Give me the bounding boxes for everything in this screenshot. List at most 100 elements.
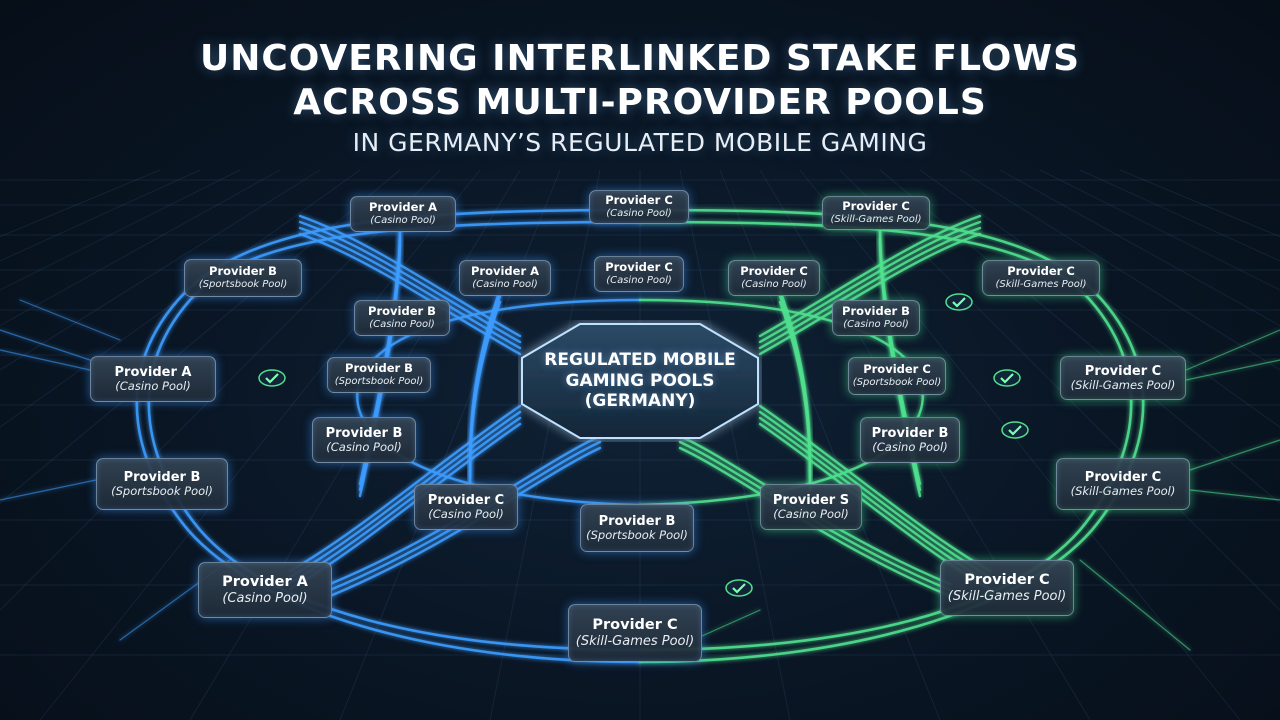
node-provider-a-casino-inner[interactable]: Provider A (Casino Pool) (459, 260, 551, 296)
check-icon (1001, 421, 1029, 439)
flow-line (1079, 559, 1191, 651)
flow-line (288, 404, 522, 573)
flow-line (0, 479, 97, 501)
check-icon (945, 293, 973, 311)
node-name: Provider B (871, 425, 949, 441)
node-name: Provider C (740, 264, 808, 279)
flow-line (1189, 489, 1280, 501)
node-provider-b-sportsbook-bottom-center[interactable]: Provider B (Sportsbook Pool) (580, 504, 694, 552)
node-pool: (Skill-Games Pool) (830, 213, 922, 225)
grid-line (0, 169, 441, 611)
flow-line (468, 300, 502, 492)
grid-line (799, 169, 1241, 720)
grid-line (999, 169, 1280, 327)
flow-line (288, 410, 522, 579)
node-name: Provider B (123, 469, 201, 485)
flow-line (0, 349, 91, 371)
node-name: Provider S (772, 492, 850, 508)
node-pool: (Skill-Games Pool) (947, 588, 1067, 604)
node-provider-b-casino-lower-right[interactable]: Provider B (Casino Pool) (860, 417, 960, 463)
node-name: Provider A (222, 573, 308, 590)
hub-regulated-pools: REGULATED MOBILE GAMING POOLS (GERMANY) (518, 320, 762, 442)
node-pool: (Sportsbook Pool) (198, 278, 288, 290)
node-pool: (Casino Pool) (428, 506, 504, 521)
node-provider-c-skill-upper-right[interactable]: Provider C (Skill-Games Pool) (982, 260, 1100, 296)
node-pool: (Skill-Games Pool) (1070, 377, 1176, 392)
node-name: Provider B (598, 513, 676, 529)
grid-line (839, 169, 1280, 611)
node-provider-a-casino-top[interactable]: Provider A (Casino Pool) (350, 196, 456, 232)
flow-line (1185, 329, 1280, 371)
node-name: Provider C (964, 571, 1050, 588)
node-provider-c-skill-bottom-center[interactable]: Provider C (Skill-Games Pool) (568, 604, 702, 662)
node-provider-c-skill-far-right[interactable]: Provider C (Skill-Games Pool) (1060, 356, 1186, 400)
hub-octagon-shape (521, 323, 759, 439)
node-pool: (Casino Pool) (872, 439, 948, 454)
node-name: Provider C (842, 199, 910, 214)
node-provider-b-sportsbook-upper-left[interactable]: Provider B (Sportsbook Pool) (184, 259, 302, 297)
node-provider-a-casino-far-left[interactable]: Provider A (Casino Pool) (90, 356, 216, 402)
node-provider-b-sportsbook-far-left[interactable]: Provider B (Sportsbook Pool) (96, 458, 228, 510)
title-line-2: ACROSS MULTI-PROVIDER POOLS (293, 82, 987, 123)
grid-line (0, 169, 281, 327)
node-pool: (Casino Pool) (606, 274, 672, 286)
node-pool: (Casino Pool) (606, 207, 672, 219)
grid-line (489, 169, 601, 720)
node-name: Provider A (470, 264, 540, 279)
node-provider-c-skill-bottom-right[interactable]: Provider C (Skill-Games Pool) (940, 560, 1074, 616)
node-provider-c-casino-lower[interactable]: Provider C (Casino Pool) (414, 484, 518, 530)
node-provider-b-casino-left[interactable]: Provider B (Casino Pool) (354, 300, 450, 336)
node-name: Provider A (368, 200, 438, 215)
node-pool: (Skill-Games Pool) (1070, 483, 1176, 498)
check-icon (725, 579, 753, 597)
node-pool: (Casino Pool) (369, 318, 435, 330)
node-name: Provider B (209, 264, 277, 279)
check-icon (993, 369, 1021, 387)
node-provider-c-casino-inner-right[interactable]: Provider C (Casino Pool) (728, 260, 820, 296)
grid-line (0, 169, 241, 291)
hub-label: REGULATED MOBILE GAMING POOLS (GERMANY) (544, 350, 736, 412)
title-line-1: UNCOVERING INTERLINKED STAKE FLOWS (199, 38, 1081, 79)
flow-line (778, 300, 812, 492)
node-name: Provider B (345, 361, 413, 376)
node-provider-c-skill-top[interactable]: Provider C (Skill-Games Pool) (822, 196, 930, 230)
flow-line (701, 609, 761, 637)
node-provider-b-casino-right[interactable]: Provider B (Casino Pool) (832, 300, 920, 336)
flow-line (638, 220, 1133, 652)
node-provider-c-sportsbook-right[interactable]: Provider C (Sportsbook Pool) (848, 357, 946, 395)
node-pool: (Casino Pool) (115, 378, 191, 393)
node-pool: (Skill-Games Pool) (995, 278, 1087, 290)
node-name: Provider C (605, 193, 673, 208)
node-provider-s-casino-lower[interactable]: Provider S (Casino Pool) (760, 484, 862, 530)
flow-line (19, 299, 121, 341)
node-pool: (Casino Pool) (843, 318, 909, 330)
node-name: Provider C (1007, 264, 1075, 279)
flow-line (147, 220, 642, 652)
node-provider-c-skill-right[interactable]: Provider C (Skill-Games Pool) (1056, 458, 1190, 510)
node-provider-b-sportsbook-left[interactable]: Provider B (Sportsbook Pool) (327, 357, 431, 393)
node-name: Provider C (427, 492, 505, 508)
node-name: Provider B (368, 304, 436, 319)
node-pool: (Casino Pool) (222, 590, 308, 606)
node-pool: (Casino Pool) (326, 439, 402, 454)
grid-line (959, 169, 1280, 371)
node-provider-b-casino-lower-left[interactable]: Provider B (Casino Pool) (312, 417, 416, 463)
node-pool: (Casino Pool) (472, 278, 538, 290)
node-name: Provider A (114, 364, 192, 380)
node-provider-c-casino-top[interactable]: Provider C (Casino Pool) (589, 190, 689, 224)
flow-line (1185, 359, 1280, 381)
subtitle: IN GERMANY’S REGULATED MOBILE GAMING (352, 128, 928, 157)
node-name: Provider B (325, 425, 403, 441)
node-name: Provider C (863, 362, 931, 377)
grid-line (39, 169, 481, 720)
flow-line (0, 329, 91, 361)
node-name: Provider C (1084, 363, 1162, 379)
node-provider-c-casino-inner[interactable]: Provider C (Casino Pool) (594, 256, 684, 292)
node-pool: (Casino Pool) (370, 214, 436, 226)
node-pool: (Sportsbook Pool) (334, 375, 424, 387)
node-pool: (Skill-Games Pool) (575, 633, 695, 649)
flow-line (1189, 439, 1280, 471)
node-pool: (Casino Pool) (773, 506, 849, 521)
node-provider-a-casino-bottom-left[interactable]: Provider A (Casino Pool) (198, 562, 332, 618)
node-name: Provider C (1084, 469, 1162, 485)
